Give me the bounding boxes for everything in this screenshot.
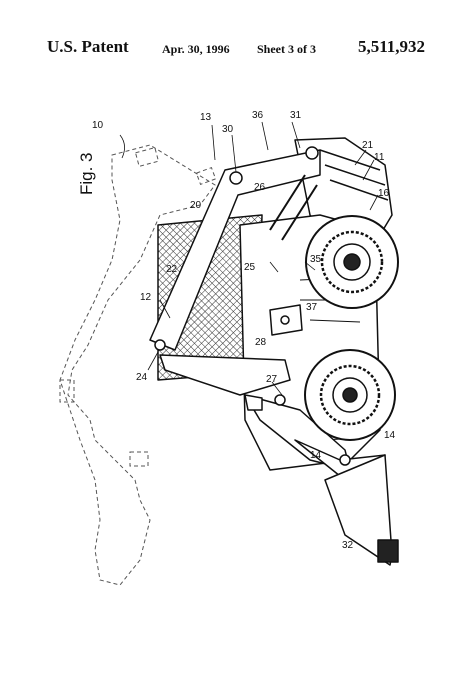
skid-steer-loader	[149, 137, 399, 566]
ref-25: 25	[244, 262, 256, 273]
ref-10: 10	[92, 120, 104, 131]
ref-24: 24	[136, 372, 148, 383]
ref-27: 27	[266, 374, 278, 385]
phantom-raised-boom	[59, 144, 217, 586]
ref-37: 37	[306, 302, 318, 313]
ref-35: 35	[310, 254, 322, 265]
ref-22: 22	[166, 264, 178, 275]
patent-number: 5,511,932	[358, 37, 426, 56]
sheet-number: Sheet 3 of 3	[257, 42, 316, 56]
ref-16: 16	[378, 188, 390, 199]
figure-title: Fig. 3	[77, 152, 96, 195]
ref-32: 32	[342, 540, 354, 551]
front-wheel	[305, 215, 399, 309]
patent-drawing-figure-3: Fig. 3 10 13 30 36 31 21 11 26 16 20 22 …	[59, 110, 399, 586]
patent-office-label: U.S. Patent	[47, 37, 129, 56]
ref-20: 20	[190, 200, 202, 211]
ref-12: 12	[140, 292, 152, 303]
reference-leaders	[119, 121, 379, 396]
ref-11: 11	[374, 152, 385, 163]
ref-31: 31	[290, 110, 302, 121]
ref-26: 26	[254, 182, 266, 193]
ref-21: 21	[362, 140, 374, 151]
ref-14-upper: 14	[310, 450, 322, 461]
ref-36: 36	[252, 110, 264, 121]
ref-28: 28	[255, 337, 267, 348]
patent-header: U.S. Patent Apr. 30, 1996 Sheet 3 of 3 5…	[0, 0, 474, 70]
patent-date: Apr. 30, 1996	[162, 42, 230, 56]
rear-wheel	[304, 349, 396, 441]
ref-14-lower: 14	[384, 430, 396, 441]
reference-numerals: 10 13 30 36 31 21 11 26 16 20 22 25 35 1…	[92, 110, 396, 551]
ref-30: 30	[222, 124, 234, 135]
ref-13: 13	[200, 112, 212, 123]
